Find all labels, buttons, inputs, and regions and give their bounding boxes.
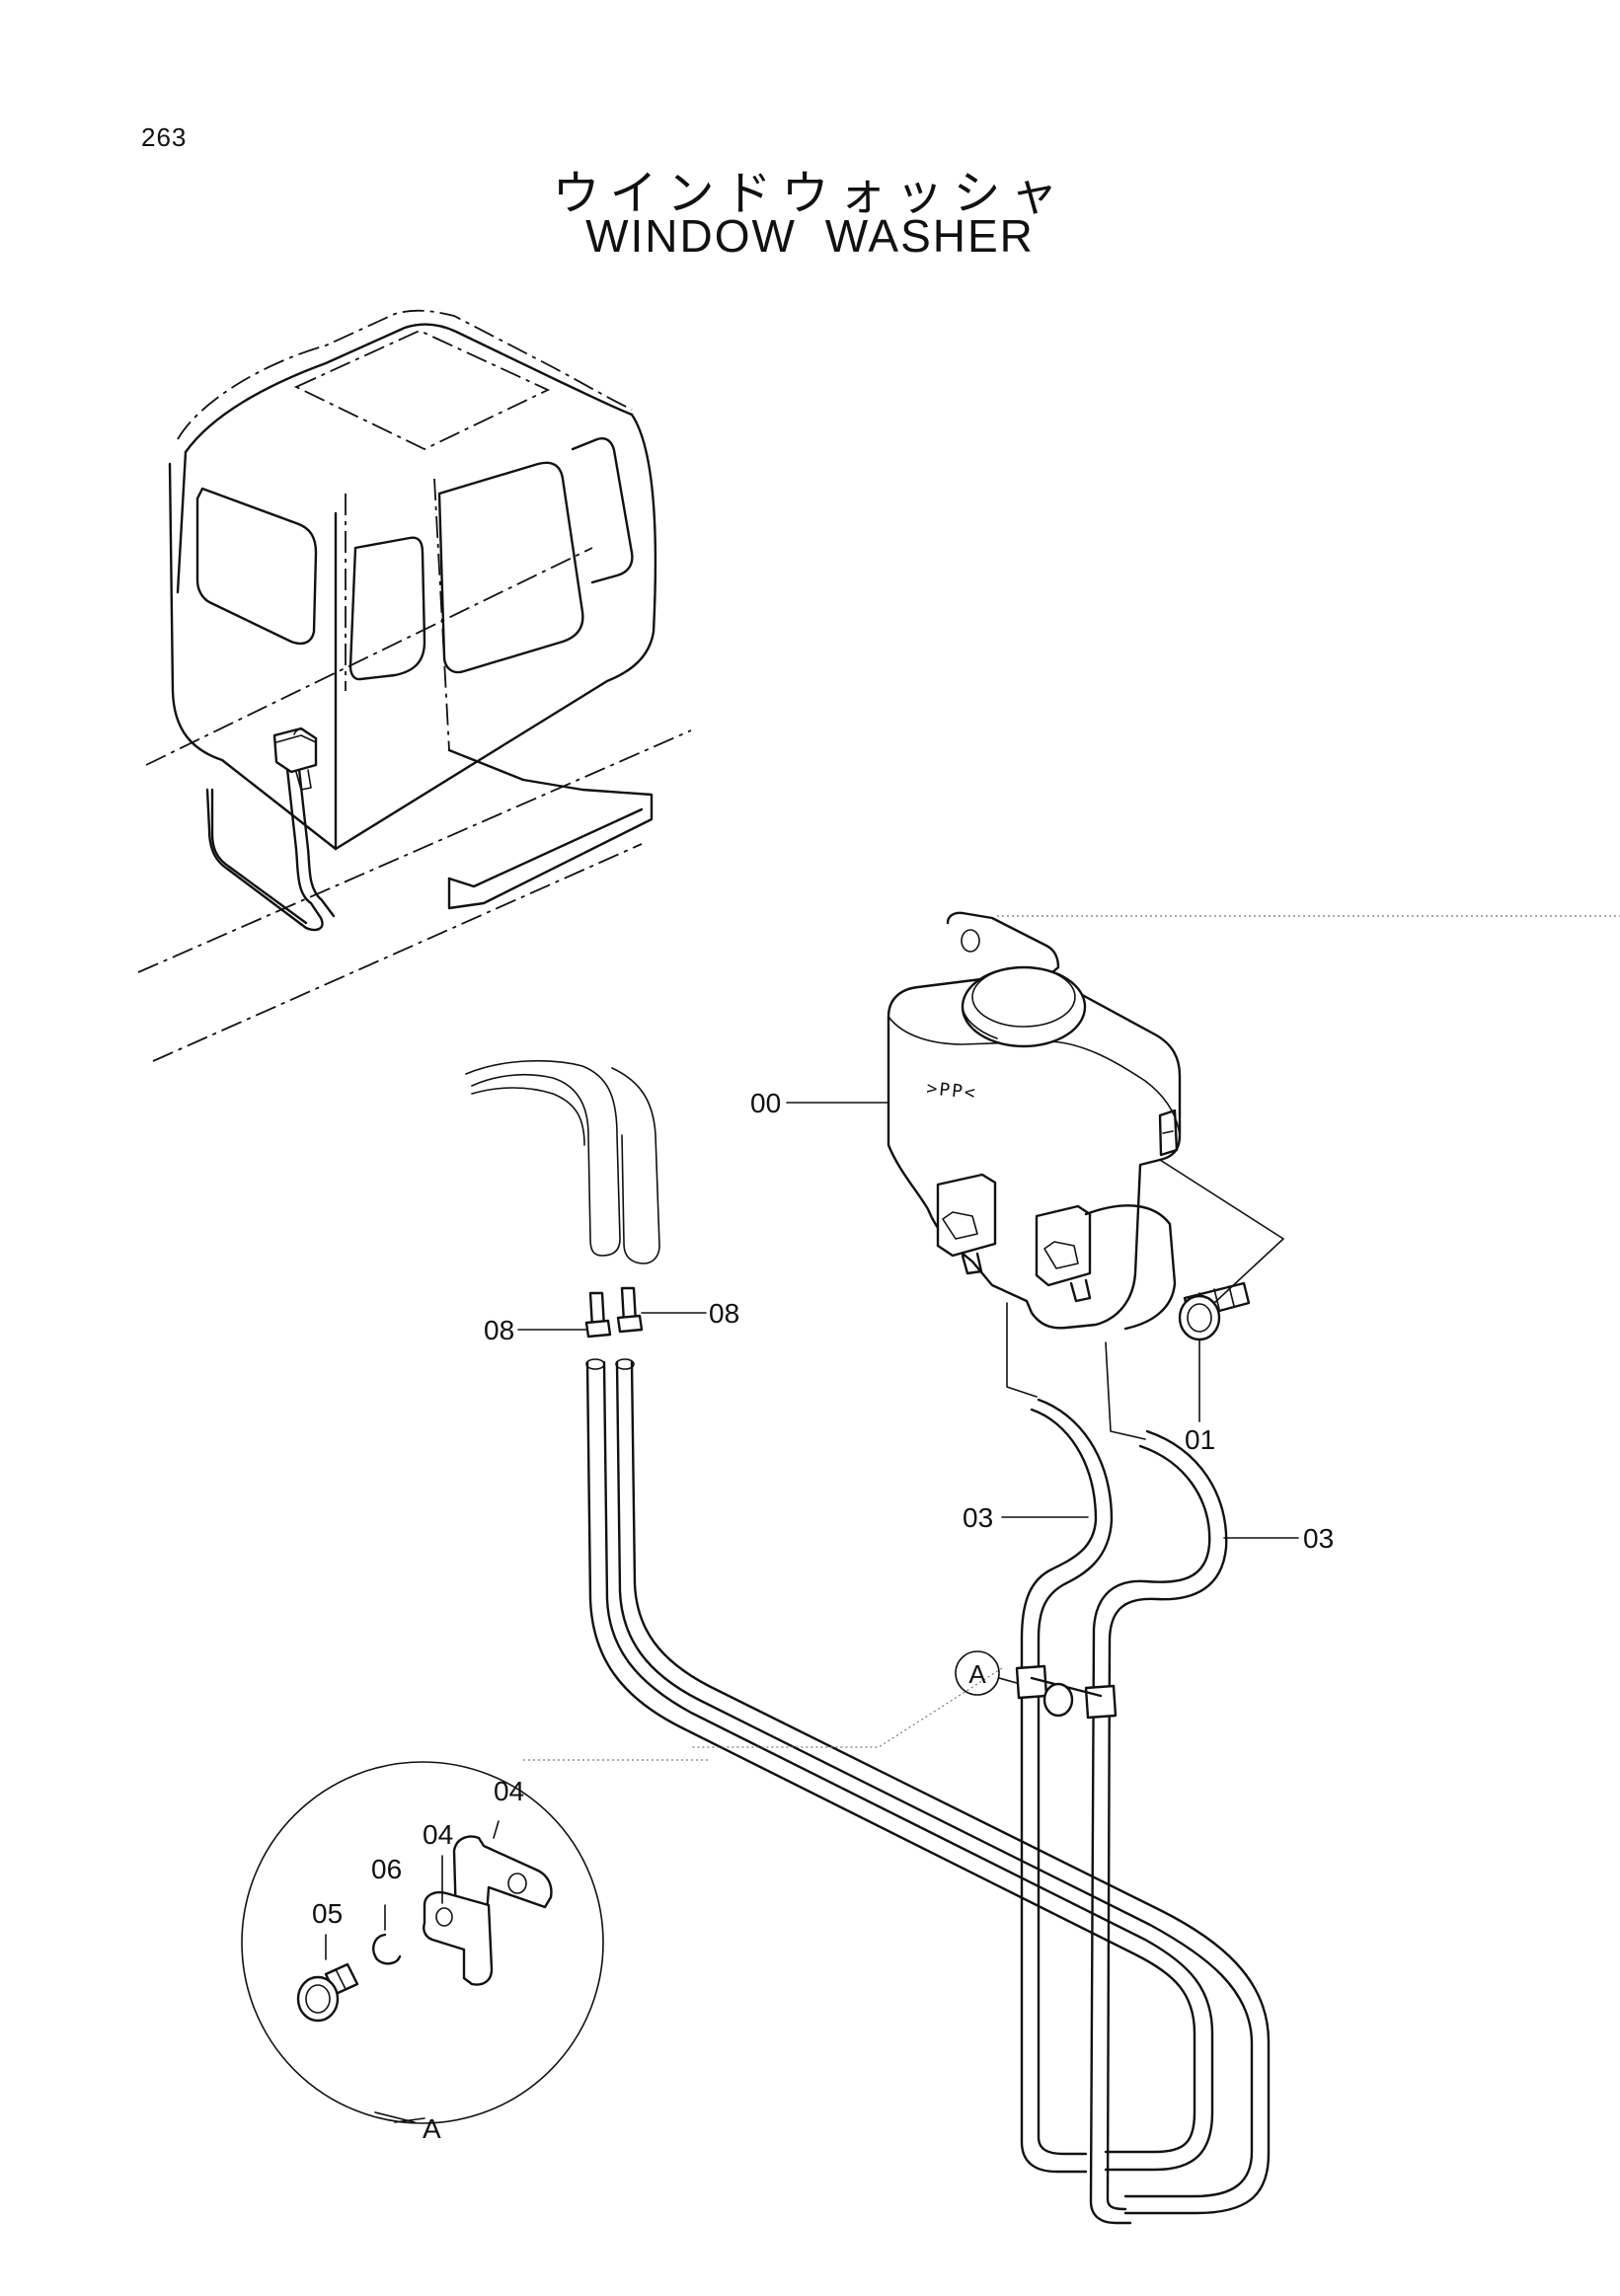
callout-04-lower: 04 [423, 1819, 453, 1850]
callout-08-left: 08 [484, 1315, 514, 1345]
page-number: 263 [141, 122, 188, 152]
callout-03-left: 03 [963, 1502, 993, 1533]
callout-00: 00 [750, 1088, 781, 1118]
hose-assembly: A [465, 1059, 1271, 2225]
detail-view-a [241, 1761, 604, 2124]
callout-03-right: 03 [1303, 1523, 1334, 1554]
cab-illustration [137, 309, 692, 1062]
detail-label-a: A [423, 2113, 441, 2144]
bolt-part [1178, 1281, 1251, 1341]
callout-group: 00 01 03 03 04 04 05 06 08 08 A [312, 1088, 1334, 2144]
callout-05: 05 [312, 1898, 343, 1929]
callout-08-right: 08 [709, 1298, 739, 1329]
washer-tank: >PP< [887, 911, 1182, 1440]
title-japanese: ウインドウォッシャ [552, 166, 1068, 221]
view-a-marker: A [968, 1659, 986, 1689]
title-english: WINDOW WASHER [585, 210, 1035, 262]
callout-06: 06 [371, 1854, 402, 1884]
callout-04-upper: 04 [494, 1776, 524, 1806]
callout-01: 01 [1185, 1424, 1215, 1455]
